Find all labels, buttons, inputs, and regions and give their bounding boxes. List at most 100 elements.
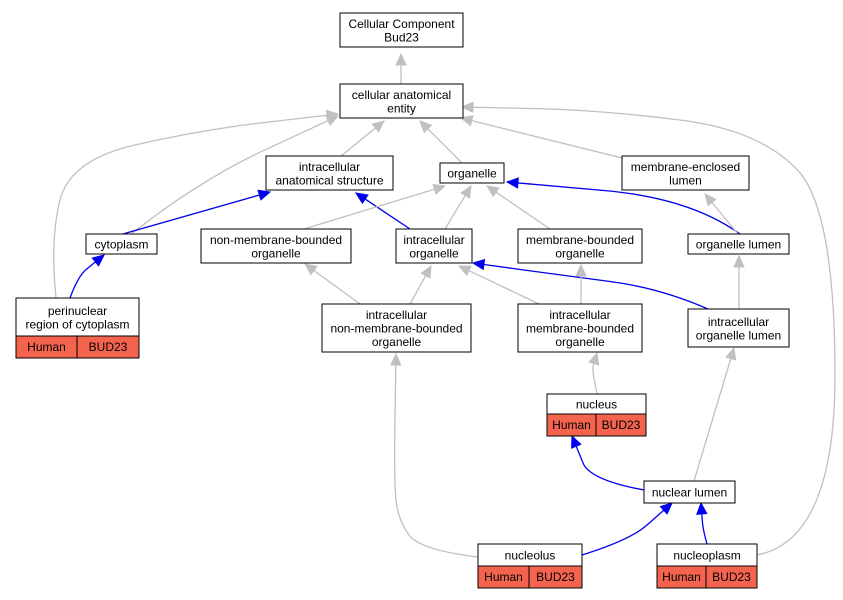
node-label-line: organelle lumen [696,238,781,252]
annotation-organism: Human [662,570,701,584]
annotation-organism: Human [27,340,66,354]
node-label-line: intracellular [549,308,610,322]
edge-arrowhead [575,263,587,277]
edge-arrowhead [459,115,474,127]
edge-arrowhead [725,346,737,361]
edge-imbo-to-mbo [575,263,587,304]
node-label-line: region of cytoplasm [25,317,129,331]
node-ol[interactable]: organelle lumen [687,233,790,255]
edge-arrowhead [91,254,105,267]
edge-nucleoplasm-to-nl [696,501,708,545]
edge-iol-to-ol [733,254,745,309]
edge-imbo-to-io [457,265,540,305]
edge-line [472,106,836,556]
node-organelle[interactable]: organelle [439,162,505,184]
node-box [395,228,473,264]
edge-nl-to-nucleus [571,434,645,491]
edge-arrowhead [432,183,447,195]
node-label-line: cellular anatomical [352,88,451,102]
edge-line [409,275,427,305]
edge-organelle-to-cae [419,120,463,164]
node-label-line: anatomical structure [275,173,383,187]
node-label-line: organelle lumen [696,328,781,342]
annotation-gene-cell [76,335,140,359]
edge-cytoplasm-to-ias [122,189,272,235]
node-box [339,12,464,48]
edge-nmbo-to-organelle [303,183,447,230]
node-inmbo[interactable]: intracellularnon-membrane-boundedorganel… [321,303,472,353]
edge-arrowhead [588,351,600,366]
edge-inmbo-to-io [409,264,432,305]
node-box [687,308,790,348]
edge-arrowhead [257,189,272,201]
node-box [621,155,750,191]
node-label-line: lumen [669,173,702,187]
node-nl[interactable]: nuclear lumen [643,480,736,504]
node-label-line: membrane-bounded [526,322,634,336]
edge-arrowhead [696,501,708,515]
edge-inmbo-to-nmbo [304,263,361,305]
annotation-gene-cell [595,413,647,437]
edge-arrowhead [419,120,433,134]
annotation-gene: BUD23 [712,570,751,584]
edge-arrowhead [460,184,472,199]
edge-arrowhead [733,254,745,268]
edge-arrowhead [471,258,486,271]
edge-line [471,120,623,159]
node-box [339,83,464,119]
edge-cae-to-root [395,52,407,84]
node-label-line: intracellular [299,160,360,174]
edge-nucleus-to-imbo [588,351,600,395]
edge-line [303,188,435,230]
edge-line [711,202,739,235]
edge-layer [53,52,836,558]
edge-line [393,364,479,558]
edge-arrowhead [460,101,474,114]
node-label-line: nucleoplasm [673,549,740,563]
edge-line [427,128,463,164]
node-label-line: intracellular [403,233,464,247]
node-label-line: membrane-bounded [526,233,634,247]
node-box [265,155,394,191]
edge-arrowhead [505,177,519,189]
edge-arrowhead [457,265,472,277]
edge-nucleolus-to-nl [581,502,673,556]
node-cytoplasm[interactable]: cytoplasm [85,233,158,255]
annotation-gene-cell [528,565,583,589]
edge-arrowhead [354,192,369,205]
annotation-gene: BUD23 [536,570,575,584]
edge-arrowhead [486,185,500,198]
edge-line [575,445,645,491]
edge-line [468,270,540,305]
node-label-line: nucleolus [505,549,556,563]
node-label-line: non-membrane-bounded [210,233,342,247]
edge-mbo-to-organelle [486,185,551,230]
node-box [643,480,736,504]
edge-arrowhead [571,434,582,449]
edge-arrowhead [395,52,407,66]
node-label-line: Cellular Component [348,17,455,31]
edge-nucleoplasm-to-cae [460,101,836,556]
edge-arrowhead [659,502,673,515]
node-label-line: Bud23 [384,30,419,44]
edge-nucleolus-to-inmbo [390,352,479,558]
edge-line [483,263,709,310]
edge-io-to-organelle [444,184,472,230]
annotation-organism: Human [552,418,591,432]
node-label-line: non-membrane-bounded [330,322,462,336]
edge-line [693,358,732,482]
